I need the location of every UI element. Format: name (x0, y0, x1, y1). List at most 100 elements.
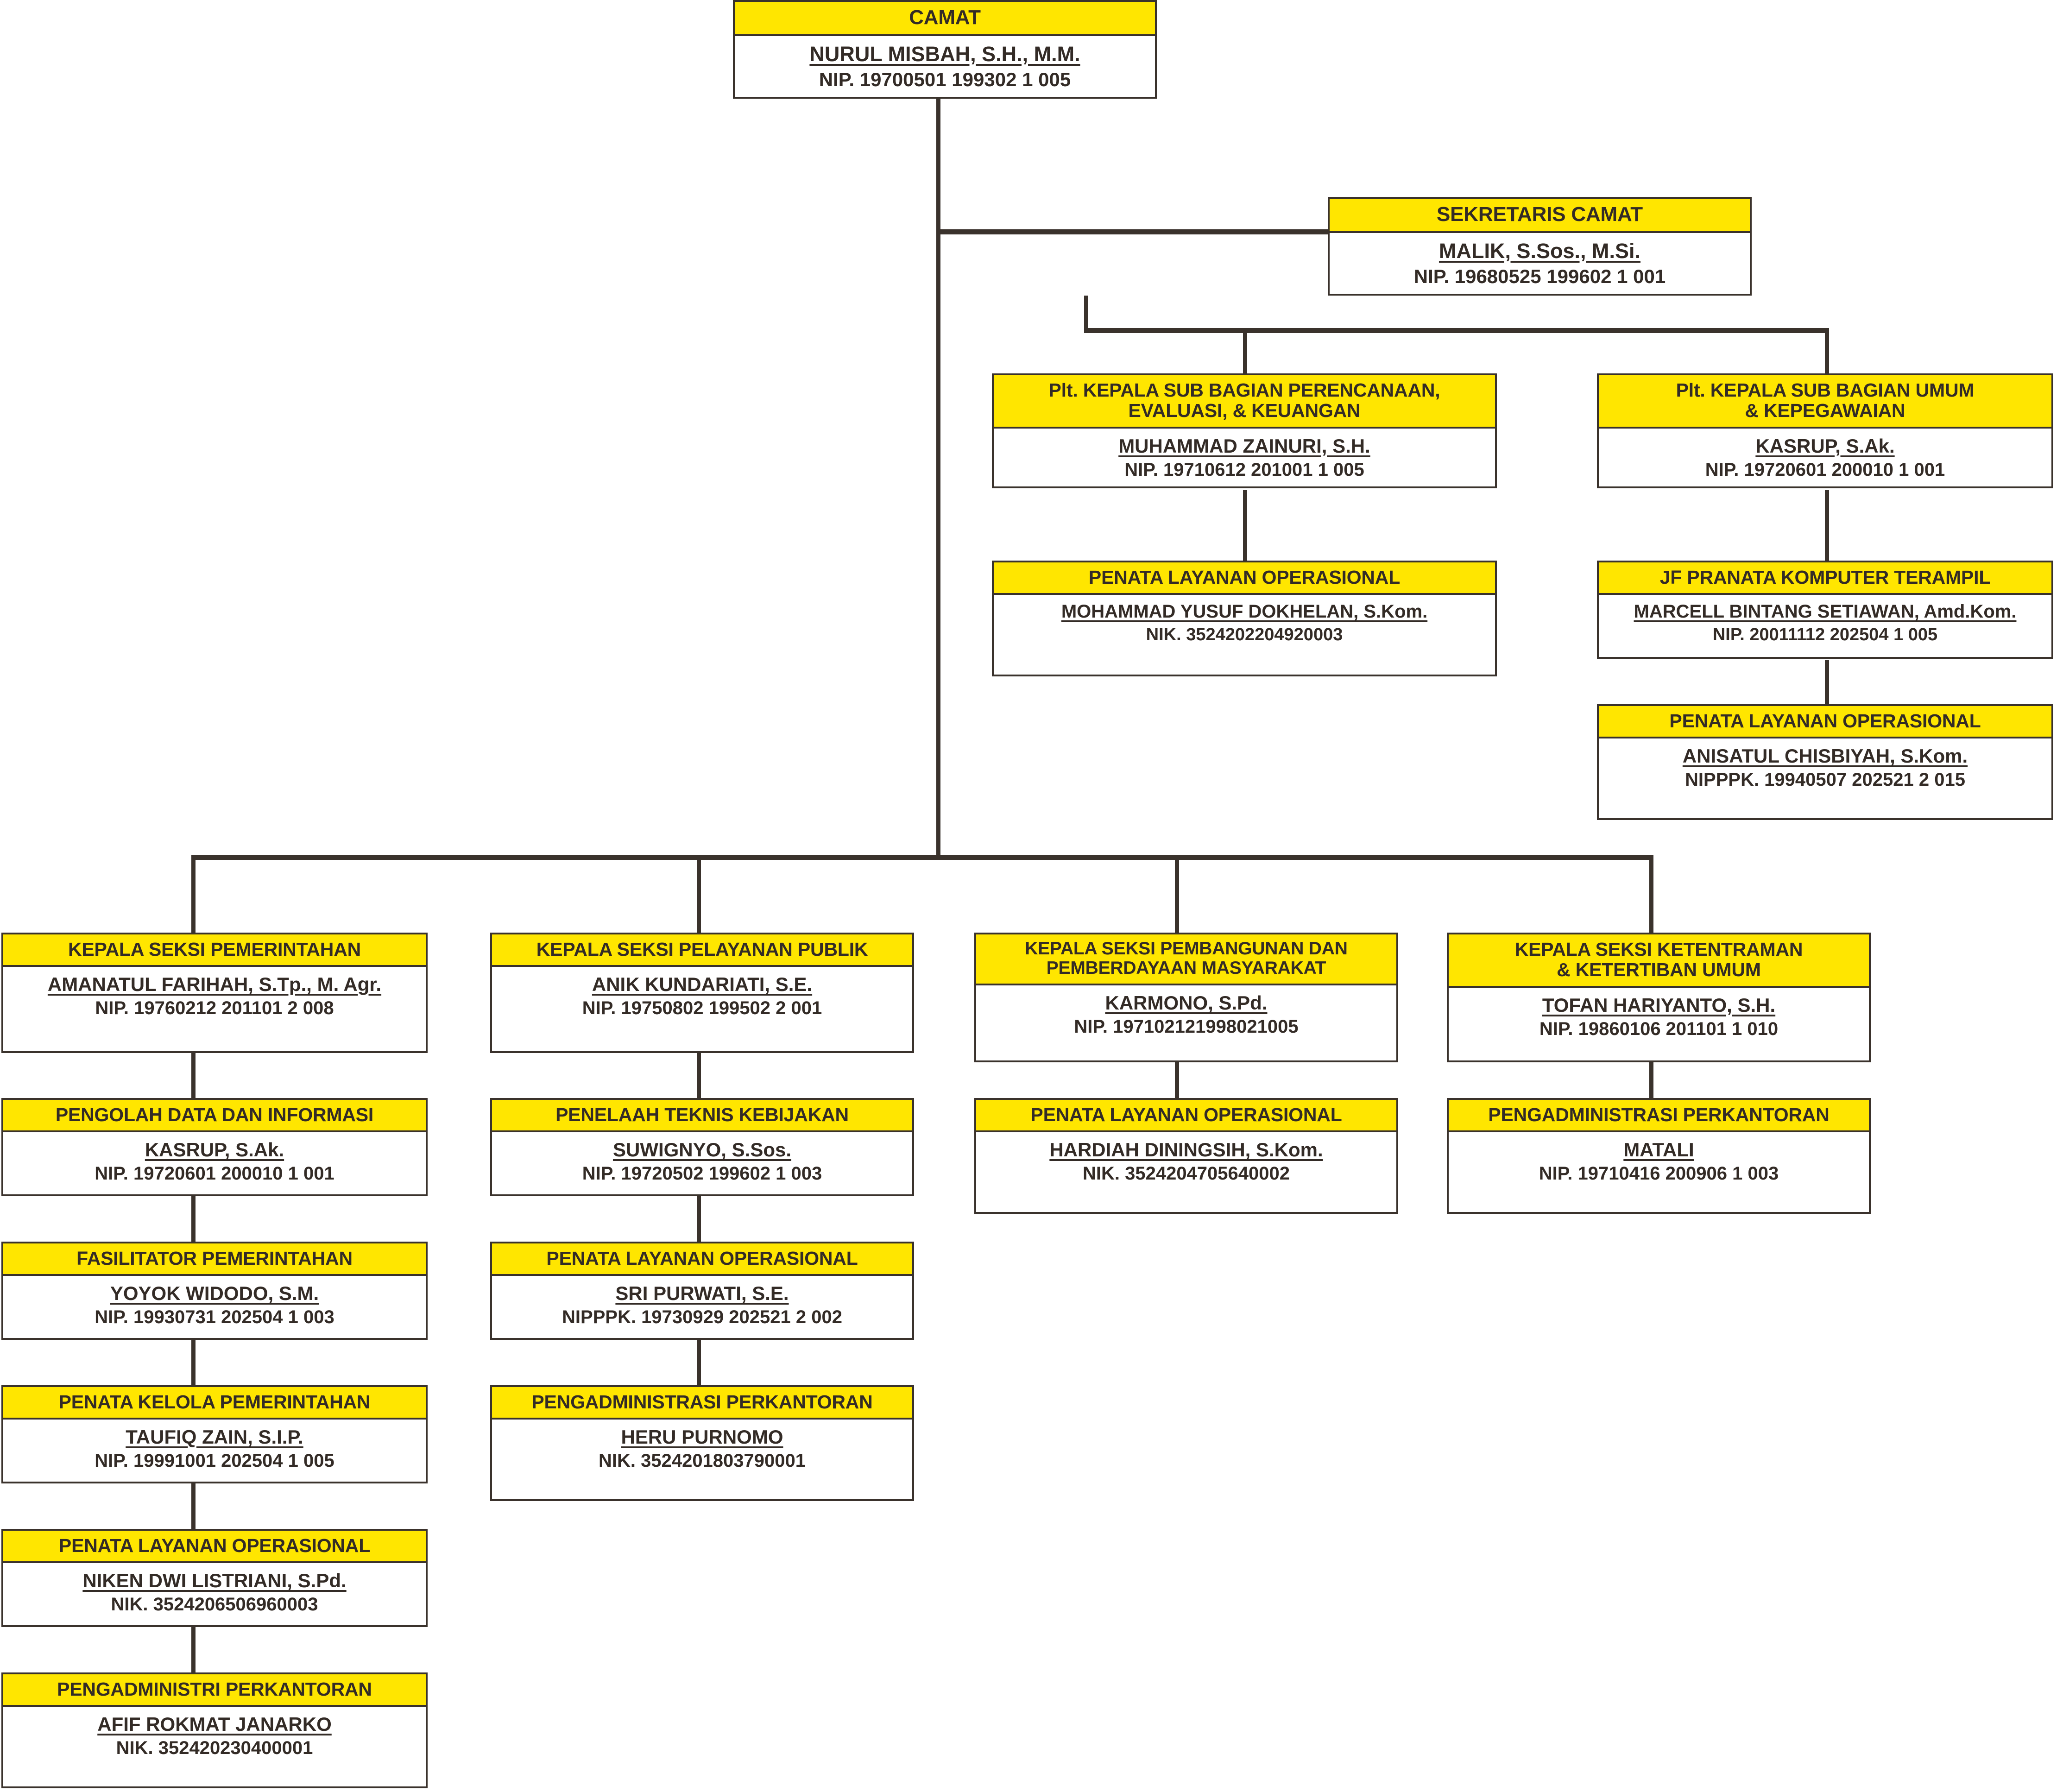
node-pengadministrasi-ketentraman-id: NIP. 19710416 200906 1 003 (1539, 1163, 1779, 1184)
connector-camat-trunk (936, 87, 940, 858)
node-plo-pelayanan-id: NIPPPK. 19730929 202521 2 002 (562, 1307, 842, 1328)
node-subbag-perencanaan-body: MUHAMMAD ZAINURI, S.H. NIP. 19710612 201… (994, 429, 1495, 487)
node-plo-umum-title: PENATA LAYANAN OPERASIONAL (1599, 706, 2051, 739)
connector-col2-b (697, 1195, 701, 1242)
node-penelaah-teknis-id: NIP. 19720502 199602 1 003 (582, 1163, 822, 1184)
node-subbag-perencanaan[interactable]: Plt. KEPALA SUB BAGIAN PERENCANAAN, EVAL… (992, 373, 1497, 489)
node-pengadministrasi-ketentraman[interactable]: PENGADMINISTRASI PERKANTORAN MATALI NIP.… (1447, 1098, 1871, 1214)
node-penata-kelola[interactable]: PENATA KELOLA PEMERINTAHAN TAUFIQ ZAIN, … (1, 1385, 428, 1483)
node-pengadministrasi-ketentraman-body: MATALI NIP. 19710416 200906 1 003 (1449, 1132, 1869, 1191)
node-pengolah-data-title: PENGOLAH DATA DAN INFORMASI (3, 1100, 426, 1133)
node-pengadministri-pemerintahan[interactable]: PENGADMINISTRI PERKANTORAN AFIF ROKMAT J… (1, 1672, 428, 1788)
node-jf-pranata-body: MARCELL BINTANG SETIAWAN, Amd.Kom. NIP. … (1599, 595, 2051, 651)
node-plo-pemerintahan-id: NIK. 3524206506960003 (111, 1594, 318, 1615)
connector-col1-c (191, 1339, 196, 1385)
node-subbag-umum-title: Plt. KEPALA SUB BAGIAN UMUM & KEPEGAWAIA… (1599, 375, 2051, 429)
node-seksi-pembangunan-person: KARMONO, S.Pd. (1105, 992, 1268, 1014)
connector-col2-a (697, 1052, 701, 1098)
node-seksi-pelayanan[interactable]: KEPALA SEKSI PELAYANAN PUBLIK ANIK KUNDA… (490, 933, 914, 1053)
node-plo-umum-id: NIPPPK. 19940507 202521 2 015 (1685, 770, 1965, 790)
node-plo-pelayanan-title: PENATA LAYANAN OPERASIONAL (492, 1243, 912, 1276)
node-pengolah-data-person: KASRUP, S.Ak. (145, 1139, 284, 1161)
node-seksi-pelayanan-title: KEPALA SEKSI PELAYANAN PUBLIK (492, 934, 912, 967)
node-plo-perencanaan-id: NIK. 3524202204920003 (1146, 625, 1343, 645)
node-seksi-ketentraman-title: KEPALA SEKSI KETENTRAMAN & KETERTIBAN UM… (1449, 934, 1869, 988)
connector-seksi-distribution-bar (191, 855, 1653, 860)
node-plo-perencanaan[interactable]: PENATA LAYANAN OPERASIONAL MOHAMMAD YUSU… (992, 561, 1497, 676)
node-plo-umum[interactable]: PENATA LAYANAN OPERASIONAL ANISATUL CHIS… (1597, 704, 2053, 820)
connector-camat-to-sekretaris (936, 229, 1328, 234)
node-seksi-pembangunan[interactable]: KEPALA SEKSI PEMBANGUNAN DAN PEMBERDAYAA… (974, 933, 1398, 1062)
node-subbag-perencanaan-title: Plt. KEPALA SUB BAGIAN PERENCANAAN, EVAL… (994, 375, 1495, 429)
node-seksi-ketentraman[interactable]: KEPALA SEKSI KETENTRAMAN & KETERTIBAN UM… (1447, 933, 1871, 1062)
node-subbag-umum[interactable]: Plt. KEPALA SUB BAGIAN UMUM & KEPEGAWAIA… (1597, 373, 2053, 489)
node-plo-pelayanan-body: SRI PURWATI, S.E. NIPPPK. 19730929 20252… (492, 1276, 912, 1334)
node-fasilitator[interactable]: FASILITATOR PEMERINTAHAN YOYOK WIDODO, S… (1, 1242, 428, 1340)
node-pengolah-data[interactable]: PENGOLAH DATA DAN INFORMASI KASRUP, S.Ak… (1, 1098, 428, 1196)
connector-drop-seksi-ketentraman (1649, 855, 1653, 934)
node-camat-person: NURUL MISBAH, S.H., M.M. (809, 42, 1080, 66)
node-seksi-pembangunan-id: NIP. 197102121998021005 (1074, 1016, 1299, 1037)
node-plo-pelayanan-person: SRI PURWATI, S.E. (615, 1282, 789, 1305)
connector-subbag-perencanaan-to-plo (1243, 490, 1247, 561)
node-plo-perencanaan-person: MOHAMMAD YUSUF DOKHELAN, S.Kom. (1061, 601, 1428, 622)
connector-col2-c (697, 1339, 701, 1385)
node-plo-perencanaan-body: MOHAMMAD YUSUF DOKHELAN, S.Kom. NIK. 352… (994, 595, 1495, 651)
node-jf-pranata-title: JF PRANATA KOMPUTER TERAMPIL (1599, 562, 2051, 595)
node-fasilitator-body: YOYOK WIDODO, S.M. NIP. 19930731 202504 … (3, 1276, 426, 1334)
node-seksi-pelayanan-body: ANIK KUNDARIATI, S.E. NIP. 19750802 1995… (492, 967, 912, 1025)
node-fasilitator-person: YOYOK WIDODO, S.M. (110, 1282, 319, 1305)
node-seksi-pemerintahan-person: AMANATUL FARIHAH, S.Tp., M. Agr. (47, 973, 382, 996)
node-pengadministrasi-pelayanan[interactable]: PENGADMINISTRASI PERKANTORAN HERU PURNOM… (490, 1385, 914, 1501)
connector-drop-subbag-umum (1825, 328, 1829, 373)
node-plo-pembangunan[interactable]: PENATA LAYANAN OPERASIONAL HARDIAH DININ… (974, 1098, 1398, 1214)
node-penelaah-teknis-person: SUWIGNYO, S.Sos. (612, 1139, 792, 1161)
node-sekretaris-id: NIP. 19680525 199602 1 001 (1413, 265, 1666, 287)
node-pengadministrasi-ketentraman-person: MATALI (1623, 1139, 1694, 1161)
connector-col1-b (191, 1195, 196, 1242)
connector-sekretaris-split-bar (1243, 328, 1829, 333)
connector-drop-seksi-pembangunan (1175, 855, 1179, 934)
node-camat-title: CAMAT (735, 2, 1155, 36)
node-camat-id: NIP. 19700501 199302 1 005 (819, 68, 1071, 90)
node-seksi-pemerintahan[interactable]: KEPALA SEKSI PEMERINTAHAN AMANATUL FARIH… (1, 933, 428, 1053)
node-plo-pemerintahan-title: PENATA LAYANAN OPERASIONAL (3, 1531, 426, 1564)
node-penelaah-teknis-body: SUWIGNYO, S.Sos. NIP. 19720502 199602 1 … (492, 1132, 912, 1191)
node-camat-body: NURUL MISBAH, S.H., M.M. NIP. 19700501 1… (735, 36, 1155, 97)
node-plo-pemerintahan-person: NIKEN DWI LISTRIANI, S.Pd. (82, 1570, 347, 1592)
node-sekretaris[interactable]: SEKRETARIS CAMAT MALIK, S.Sos., M.Si. NI… (1328, 197, 1752, 296)
node-seksi-pelayanan-id: NIP. 19750802 199502 2 001 (582, 998, 822, 1019)
node-plo-pemerintahan-body: NIKEN DWI LISTRIANI, S.Pd. NIK. 35242065… (3, 1563, 426, 1622)
connector-col4-a (1649, 1061, 1653, 1098)
connector-sekretaris-bar-join (1084, 328, 1246, 333)
connector-col3-a (1175, 1061, 1179, 1098)
node-sekretaris-title: SEKRETARIS CAMAT (1330, 199, 1750, 233)
node-seksi-pelayanan-person: ANIK KUNDARIATI, S.E. (592, 973, 813, 996)
node-fasilitator-title: FASILITATOR PEMERINTAHAN (3, 1243, 426, 1276)
node-penelaah-teknis[interactable]: PENELAAH TEKNIS KEBIJAKAN SUWIGNYO, S.So… (490, 1098, 914, 1196)
connector-subbag-umum-to-jf (1825, 490, 1829, 561)
node-sekretaris-body: MALIK, S.Sos., M.Si. NIP. 19680525 19960… (1330, 233, 1750, 294)
node-subbag-umum-body: KASRUP, S.Ak. NIP. 19720601 200010 1 001 (1599, 429, 2051, 487)
node-pengadministrasi-pelayanan-body: HERU PURNOMO NIK. 3524201803790001 (492, 1420, 912, 1478)
node-pengadministri-pemerintahan-body: AFIF ROKMAT JANARKO NIK. 352420230400001 (3, 1707, 426, 1765)
node-plo-pemerintahan[interactable]: PENATA LAYANAN OPERASIONAL NIKEN DWI LIS… (1, 1529, 428, 1627)
node-pengadministrasi-pelayanan-person: HERU PURNOMO (621, 1426, 783, 1448)
node-seksi-pemerintahan-body: AMANATUL FARIHAH, S.Tp., M. Agr. NIP. 19… (3, 967, 426, 1025)
node-seksi-ketentraman-id: NIP. 19860106 201101 1 010 (1539, 1018, 1779, 1039)
node-plo-pelayanan[interactable]: PENATA LAYANAN OPERASIONAL SRI PURWATI, … (490, 1242, 914, 1340)
node-penata-kelola-person: TAUFIQ ZAIN, S.I.P. (126, 1426, 303, 1448)
node-plo-perencanaan-title: PENATA LAYANAN OPERASIONAL (994, 562, 1495, 595)
node-camat[interactable]: CAMAT NURUL MISBAH, S.H., M.M. NIP. 1970… (733, 0, 1157, 99)
connector-col1-e (191, 1626, 196, 1672)
node-subbag-umum-id: NIP. 19720601 200010 1 001 (1705, 459, 1945, 480)
node-pengadministrasi-pelayanan-id: NIK. 3524201803790001 (598, 1451, 806, 1471)
node-penata-kelola-id: NIP. 19991001 202504 1 005 (95, 1451, 334, 1471)
connector-drop-subbag-perencanaan (1243, 328, 1247, 373)
connector-col1-d (191, 1483, 196, 1529)
node-jf-pranata[interactable]: JF PRANATA KOMPUTER TERAMPIL MARCELL BIN… (1597, 561, 2053, 659)
node-plo-umum-person: ANISATUL CHISBIYAH, S.Kom. (1682, 745, 1968, 767)
node-penelaah-teknis-title: PENELAAH TEKNIS KEBIJAKAN (492, 1100, 912, 1133)
node-seksi-pembangunan-body: KARMONO, S.Pd. NIP. 197102121998021005 (976, 985, 1396, 1044)
